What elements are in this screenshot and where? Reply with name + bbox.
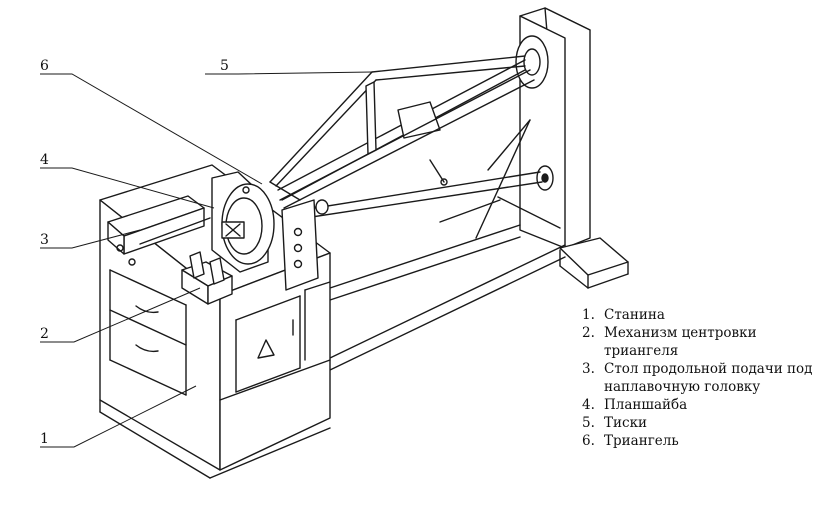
legend-number: 6. [582,433,595,449]
callout-5: 5 [220,58,229,74]
legend-number: 1. [582,307,595,323]
legend-text: Механизм центровки триангеля [604,325,757,359]
legend-text: Стол продольной подачи под наплавочную г… [604,361,813,395]
legend-text: Тиски [604,415,647,431]
legend-item: 4. Планшайба [582,396,818,414]
faceplate [211,171,319,291]
callout-4: 4 [40,152,49,168]
legend-text: Планшайба [604,397,688,413]
parts-legend: 1. Станина 2. Механизм центровки трианге… [582,306,818,450]
legend-number: 3. [582,361,595,377]
legend-item: 6. Триангель [582,432,818,450]
support-flanges [515,35,554,191]
legend-text: Триангель [604,433,679,449]
legend-text: Станина [604,307,665,323]
legend-number: 5. [582,415,595,431]
feed-table [107,195,211,266]
frame-rails [329,196,566,371]
callout-3: 3 [40,232,49,248]
legend-item: 2. Механизм центровки триангеля [582,324,818,360]
legend-number: 4. [582,397,595,413]
legend-item: 3. Стол продольной подачи под наплавочну… [582,360,818,396]
vise [181,251,233,305]
legend-number: 2. [582,325,595,341]
leader-lines [40,71,373,448]
callout-1: 1 [40,431,49,447]
triangel-frame [269,55,531,239]
shafts [279,69,543,221]
cabinet [99,164,331,479]
callout-6: 6 [40,58,49,74]
legend-item: 1. Станина [582,306,818,324]
legend-item: 5. Тиски [582,414,818,432]
callout-2: 2 [40,326,49,342]
